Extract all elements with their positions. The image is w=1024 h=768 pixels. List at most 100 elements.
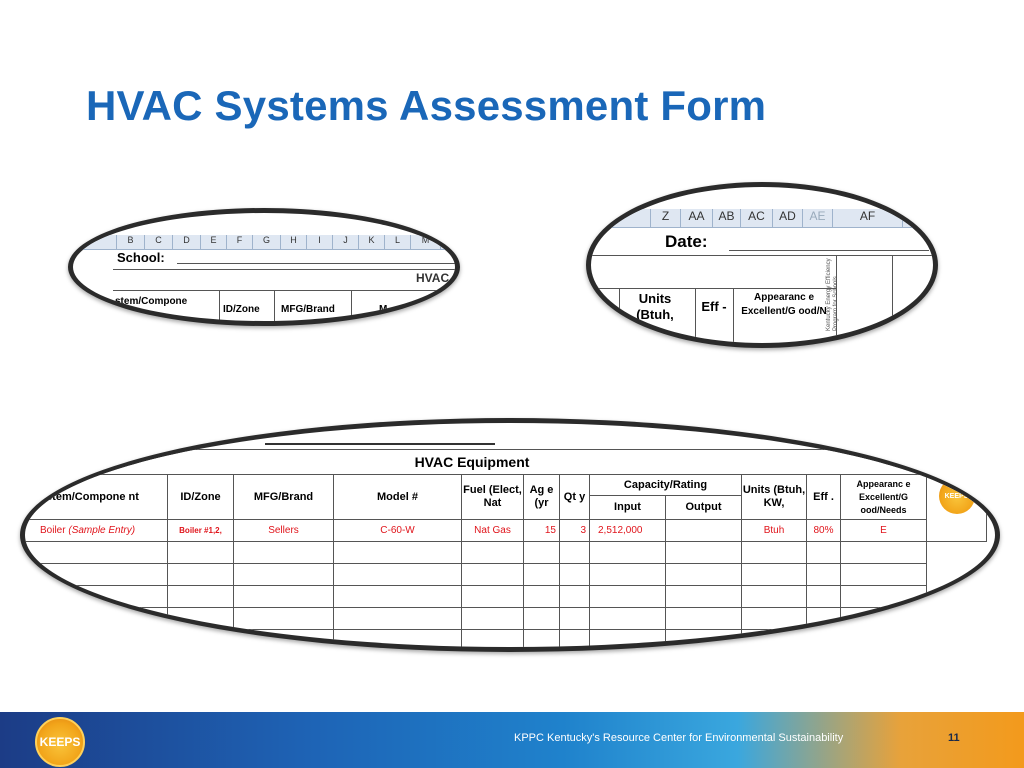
column-header: AE (803, 209, 833, 227)
empty-cell[interactable] (167, 541, 234, 564)
cell-output[interactable] (665, 519, 742, 542)
empty-cell[interactable] (25, 563, 168, 586)
school-label: School: (117, 250, 165, 265)
empty-cell[interactable] (333, 585, 462, 608)
empty-cell[interactable] (806, 585, 841, 608)
empty-cell[interactable] (333, 629, 462, 647)
empty-cell[interactable] (559, 585, 590, 608)
cell-appearance[interactable]: E (840, 519, 927, 542)
empty-cell[interactable] (665, 585, 742, 608)
column-header: AA (681, 209, 713, 227)
empty-cell[interactable] (559, 563, 590, 586)
empty-cell[interactable] (233, 607, 334, 630)
empty-cell[interactable] (333, 541, 462, 564)
section-title: HVAC Equipment (25, 449, 927, 475)
column-header: H (281, 235, 307, 249)
empty-cell[interactable] (167, 629, 234, 647)
header-model: Model # (333, 474, 462, 520)
header-system-component: stem/Compone nt (25, 474, 168, 520)
empty-cell[interactable] (741, 541, 807, 564)
empty-cell[interactable] (523, 607, 560, 630)
empty-cell[interactable] (559, 629, 590, 647)
empty-cell[interactable] (741, 585, 807, 608)
empty-cell[interactable] (559, 607, 590, 630)
empty-cell[interactable] (523, 563, 560, 586)
empty-cell[interactable] (741, 607, 807, 630)
empty-cell[interactable] (665, 563, 742, 586)
empty-cell[interactable] (461, 629, 524, 647)
empty-cell[interactable] (665, 607, 742, 630)
footer-text: KPPC Kentucky's Resource Center for Envi… (514, 732, 844, 744)
column-header: M (411, 235, 441, 249)
empty-cell[interactable] (25, 541, 168, 564)
cell-model[interactable]: C-60-W (333, 519, 462, 542)
header-capacity-rating: Capacity/Rating (589, 473, 742, 497)
cell-system[interactable]: Boiler (Sample Entry) (25, 519, 168, 542)
column-header: AD (773, 209, 803, 227)
empty-cell[interactable] (167, 585, 234, 608)
empty-cell[interactable] (589, 629, 666, 647)
empty-cell[interactable] (840, 541, 927, 564)
empty-cell[interactable] (806, 629, 841, 647)
empty-cell[interactable] (840, 629, 927, 647)
empty-cell[interactable] (741, 563, 807, 586)
slide-title: HVAC Systems Assessment Form (86, 82, 767, 129)
column-header: AF (833, 209, 903, 227)
empty-cell[interactable] (589, 541, 666, 564)
empty-cell[interactable] (665, 629, 742, 647)
empty-cell[interactable] (589, 607, 666, 630)
empty-cell[interactable] (840, 607, 927, 630)
empty-cell[interactable] (233, 629, 334, 647)
empty-cell[interactable] (665, 541, 742, 564)
empty-cell[interactable] (806, 541, 841, 564)
empty-cell[interactable] (233, 563, 334, 586)
header-input: Input (589, 495, 666, 520)
header-model-fragment: M (379, 304, 388, 315)
empty-cell[interactable] (741, 629, 807, 647)
empty-cell[interactable] (25, 585, 168, 608)
empty-cell[interactable] (167, 607, 234, 630)
cell-input[interactable]: 2,512,000 (589, 519, 666, 542)
table-row (25, 541, 987, 564)
empty-cell[interactable] (233, 585, 334, 608)
cell-zone[interactable]: Boiler #1,2, (167, 519, 234, 542)
sample-entry-note: (Sample Entry) (68, 525, 136, 536)
cell-eff[interactable]: 80% (806, 519, 841, 542)
empty-cell[interactable] (523, 585, 560, 608)
empty-cell[interactable] (589, 585, 666, 608)
empty-cell[interactable] (461, 607, 524, 630)
empty-cell[interactable] (806, 607, 841, 630)
empty-cell[interactable] (25, 629, 168, 647)
empty-cell[interactable] (523, 541, 560, 564)
column-header: J (333, 235, 359, 249)
cell-age[interactable]: 15 (523, 519, 560, 542)
cell-brand[interactable]: Sellers (233, 519, 334, 542)
cell-units[interactable]: Btuh (741, 519, 807, 542)
empty-cell[interactable] (559, 541, 590, 564)
empty-cell[interactable] (25, 607, 168, 630)
empty-cell[interactable] (167, 563, 234, 586)
column-header: AC (741, 209, 773, 227)
column-header: AB (713, 209, 741, 227)
empty-cell[interactable] (333, 607, 462, 630)
empty-cell[interactable] (840, 585, 927, 608)
empty-cell[interactable] (461, 585, 524, 608)
empty-cell[interactable] (523, 629, 560, 647)
empty-cell[interactable] (233, 541, 334, 564)
vertical-keeps-panel: Kentucky Energy Efficiency Program for S… (826, 255, 893, 343)
cell-qty[interactable]: 3 (559, 519, 590, 542)
column-header: D (173, 235, 201, 249)
empty-cell[interactable] (806, 563, 841, 586)
page-number: 11 (948, 732, 960, 744)
header-appearance: Appearanc e Excellent/G ood/Needs (840, 474, 927, 520)
empty-cell[interactable] (840, 563, 927, 586)
right-zoom-lens: Y Z AA AB AC AD AE AF Date: Units (Btuh,… (586, 182, 938, 348)
empty-cell[interactable] (333, 563, 462, 586)
empty-rows (25, 541, 987, 647)
keeps-side-panel: KEEPS (926, 449, 987, 542)
vertical-program-text: Kentucky Energy Efficiency Program for S… (826, 258, 839, 331)
empty-cell[interactable] (461, 541, 524, 564)
empty-cell[interactable] (461, 563, 524, 586)
cell-fuel[interactable]: Nat Gas (461, 519, 524, 542)
empty-cell[interactable] (589, 563, 666, 586)
